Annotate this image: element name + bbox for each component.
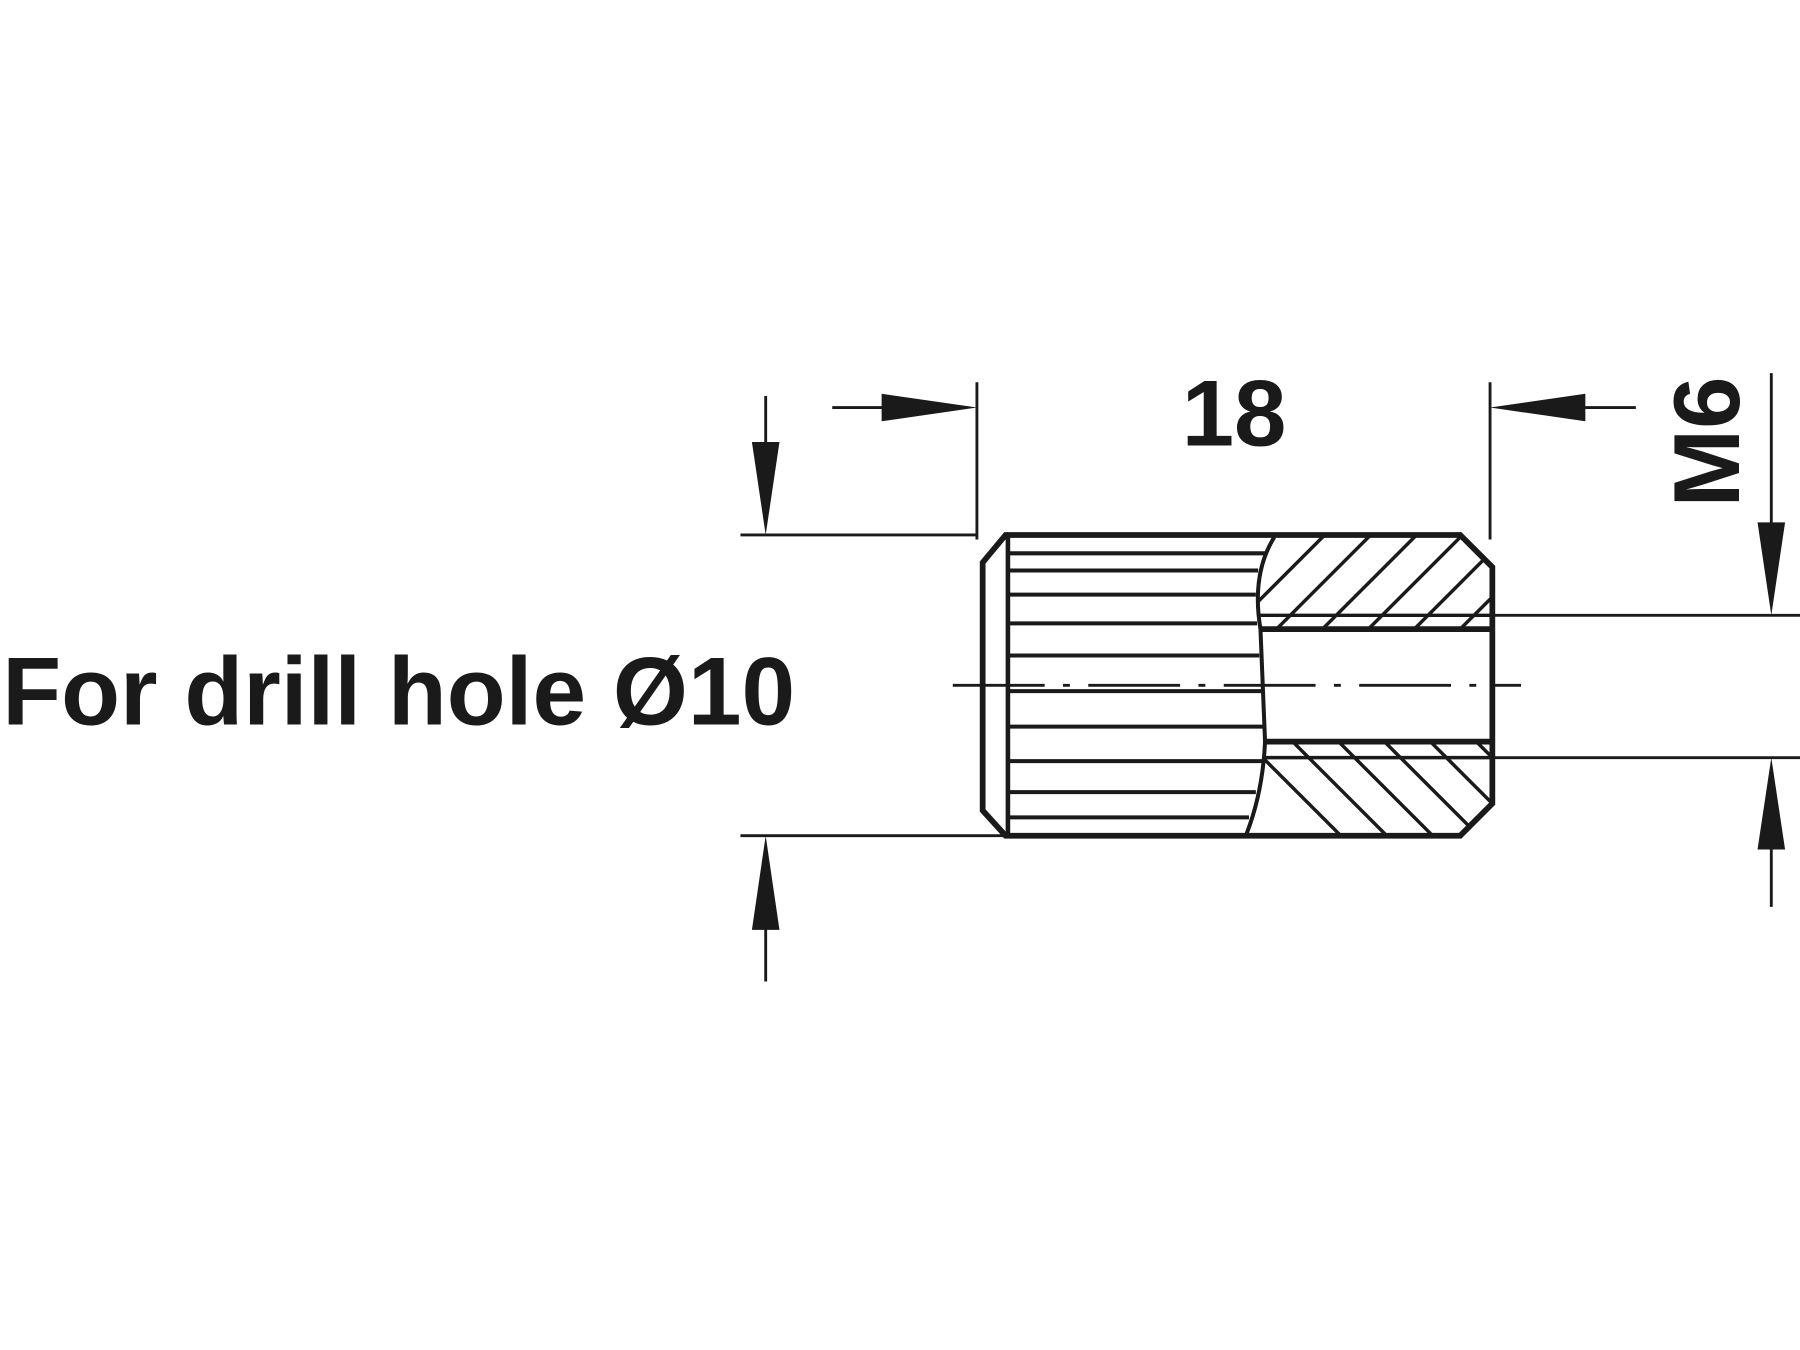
extension-lines — [740, 382, 1800, 838]
knurl-lines — [1007, 551, 1266, 820]
section-hatch-bottom — [1246, 741, 1491, 834]
thread-dimension-label: M6 — [1654, 377, 1759, 508]
threaded-insert-body — [979, 532, 1496, 839]
length-dimension-label: 18 — [1182, 360, 1287, 465]
section-hatch-top — [1258, 537, 1491, 630]
arrowheads — [751, 393, 1786, 930]
drill-hole-label: For drill hole Ø10 — [2, 638, 795, 745]
